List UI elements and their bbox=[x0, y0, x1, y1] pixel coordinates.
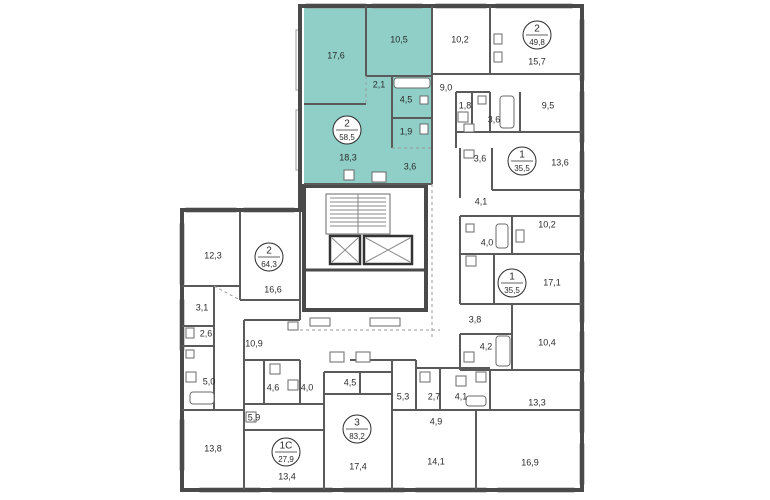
room-area-2-6: 2,6 bbox=[200, 328, 213, 338]
unit-badge-83-2[interactable]: 3 83,2 bbox=[342, 414, 372, 444]
room-area-14-1: 14,1 bbox=[427, 456, 445, 466]
room-area-3-1: 3,1 bbox=[196, 302, 209, 312]
room-area-5-3: 5,3 bbox=[397, 391, 410, 401]
unit-badge-35-5-a[interactable]: 1 35,5 bbox=[507, 146, 537, 176]
unit-rooms: 2 bbox=[266, 246, 272, 257]
room-area-5-9: 5,9 bbox=[248, 412, 261, 422]
room-area-3-6-c: 3,6 bbox=[474, 153, 487, 163]
unit-area: 83,2 bbox=[349, 432, 365, 441]
room-area-2-7: 2,7 bbox=[428, 391, 441, 401]
building-core bbox=[302, 184, 428, 312]
room-area-3-6: 3,6 bbox=[404, 161, 417, 171]
room-area-15-7: 15,7 bbox=[528, 56, 546, 66]
room-area-4-2: 4,2 bbox=[480, 341, 493, 351]
room-area-18-3: 18,3 bbox=[339, 152, 357, 162]
room-area-1-8: 1,8 bbox=[459, 100, 472, 110]
room-area-4-5: 4,5 bbox=[400, 94, 413, 104]
unit-area: 64,3 bbox=[261, 260, 277, 269]
room-area-12-3: 12,3 bbox=[204, 250, 222, 260]
room-area-1-9: 1,9 bbox=[400, 126, 413, 136]
room-area-16-9: 16,9 bbox=[521, 457, 539, 467]
room-area-4-0-b: 4,0 bbox=[301, 382, 314, 392]
unit-badge-49-8[interactable]: 2 49,8 bbox=[522, 20, 552, 50]
room-area-4-6: 4,6 bbox=[267, 382, 280, 392]
room-area-2-1: 2,1 bbox=[373, 79, 386, 89]
unit-area: 27,9 bbox=[278, 455, 294, 464]
room-area-9-5: 9,5 bbox=[542, 100, 555, 110]
room-area-13-4: 13,4 bbox=[278, 471, 296, 481]
room-area-10-4: 10,4 bbox=[538, 337, 556, 347]
room-area-10-2-b: 10,2 bbox=[538, 219, 556, 229]
room-area-5-0: 5,0 bbox=[203, 376, 216, 386]
room-area-16-6: 16,6 bbox=[264, 284, 282, 294]
room-area-3-6-b: 3,6 bbox=[488, 114, 501, 124]
unit-rooms: 1 bbox=[509, 272, 515, 283]
unit-area: 49,8 bbox=[529, 38, 545, 47]
unit-badge-35-5-b[interactable]: 1 35,5 bbox=[497, 268, 527, 298]
unit-rooms: 2 bbox=[344, 119, 350, 130]
exterior-walls bbox=[180, 4, 584, 492]
unit-badge-64-3[interactable]: 2 64,3 bbox=[254, 242, 284, 272]
room-area-10-9: 10,9 bbox=[245, 338, 263, 348]
unit-badge-27-9[interactable]: 1С 27,9 bbox=[271, 437, 301, 467]
room-area-10-5: 10,5 bbox=[390, 34, 408, 44]
stairwell bbox=[325, 193, 391, 235]
room-area-17-4: 17,4 bbox=[349, 461, 367, 471]
room-labels: 17,6 10,5 2,1 4,5 1,9 18,3 3,6 10,2 15,7… bbox=[196, 34, 569, 481]
room-area-4-5-b: 4,5 bbox=[344, 377, 357, 387]
room-area-4-1: 4,1 bbox=[475, 196, 488, 206]
room-area-10-2: 10,2 bbox=[451, 34, 469, 44]
room-area-13-6: 13,6 bbox=[551, 157, 569, 167]
room-area-4-9: 4,9 bbox=[430, 416, 443, 426]
room-area-17-1: 17,1 bbox=[543, 277, 561, 287]
room-area-4-1-b: 4,1 bbox=[455, 391, 468, 401]
unit-area: 35,5 bbox=[504, 286, 520, 295]
unit-rooms: 1С bbox=[280, 441, 293, 452]
room-area-13-8: 13,8 bbox=[204, 443, 222, 453]
room-area-4-0: 4,0 bbox=[481, 237, 494, 247]
room-area-3-8: 3,8 bbox=[469, 314, 482, 324]
unit-area: 35,5 bbox=[514, 164, 530, 173]
room-area-9-0: 9,0 bbox=[440, 82, 453, 92]
unit-rooms: 3 bbox=[354, 418, 360, 429]
unit-badge-58-5[interactable]: 2 58,5 bbox=[332, 115, 362, 145]
room-area-17-6: 17,6 bbox=[327, 50, 345, 60]
unit-highlight-58-5 bbox=[304, 8, 432, 183]
unit-rooms: 1 bbox=[519, 150, 525, 161]
unit-rooms: 2 bbox=[534, 24, 540, 35]
plumbing-fixtures bbox=[185, 33, 525, 423]
elevator-shafts bbox=[328, 234, 414, 266]
unit-area: 58,5 bbox=[339, 133, 355, 142]
room-area-13-3: 13,3 bbox=[528, 397, 546, 407]
interior-walls bbox=[182, 6, 582, 490]
